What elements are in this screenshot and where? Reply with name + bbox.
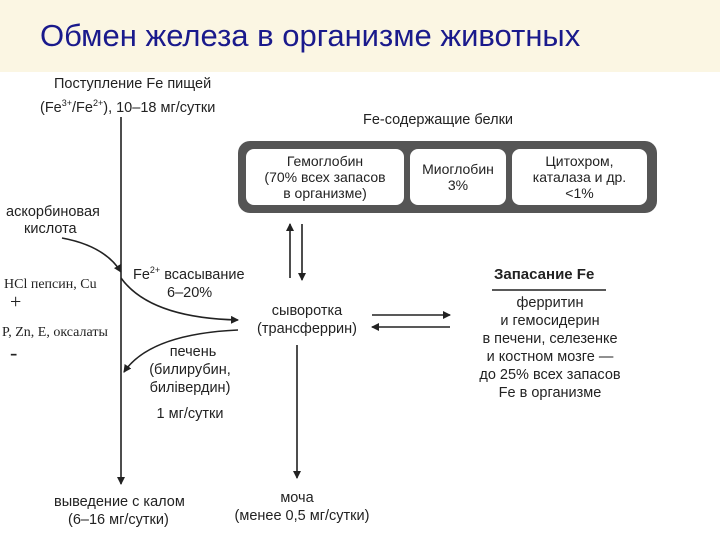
storage-line6: Fe в организме — [498, 385, 602, 401]
serum-label: сыворотка — [271, 303, 343, 319]
enhancers-sign: + — [10, 291, 22, 313]
urine-line1: моча — [280, 490, 314, 506]
urine-line2: (менее 0,5 мг/сутки) — [234, 508, 370, 524]
feces-line1: выведение с калом — [54, 494, 185, 510]
intake-line1: Поступление Fe пищей — [54, 76, 212, 92]
liver-line3: билівердин) — [149, 380, 231, 396]
storage-heading: Запасание Fe — [494, 266, 595, 283]
feces-line2: (6–16 мг/сутки) — [68, 512, 169, 528]
slide-title: Обмен железа в организме животных — [0, 0, 720, 72]
inhibitors-sign: - — [10, 340, 18, 365]
cytochrome-box: Цитохром,каталаза и др.<1% — [512, 149, 647, 205]
ascorbic-curve — [61, 237, 122, 273]
enhancers-text: HCl пепсин, Cu — [4, 277, 97, 292]
intake-line2: (Fe3+/Fe2+), 10–18 мг/сутки — [40, 98, 216, 116]
liver-line4: 1 мг/сутки — [156, 406, 224, 422]
storage-line1: ферритин — [516, 295, 584, 311]
liver-line1: печень — [169, 344, 217, 360]
ascorbic-line1: аскорбиновая — [6, 204, 100, 220]
liver-line2: (билирубин, — [149, 362, 231, 378]
proteins-heading: Fe-содержащие белки — [363, 112, 514, 128]
storage-line5: до 25% всех запасов — [479, 367, 621, 383]
storage-line4: и костном мозге — — [486, 349, 614, 365]
serum-transferrin: (трансферрин) — [257, 321, 357, 337]
storage-line3: в печени, селезенке — [482, 331, 618, 347]
absorption-label: Fe2+ всасывание — [133, 265, 245, 283]
absorption-curve — [120, 277, 239, 324]
inhibitors-text: P, Zn, E, оксалаты — [2, 325, 108, 340]
storage-line2: и гемосидерин — [500, 313, 600, 329]
serum-to-liver-curve — [123, 329, 239, 373]
ascorbic-line2: кислота — [24, 221, 77, 237]
absorption-percent: 6–20% — [167, 285, 213, 301]
